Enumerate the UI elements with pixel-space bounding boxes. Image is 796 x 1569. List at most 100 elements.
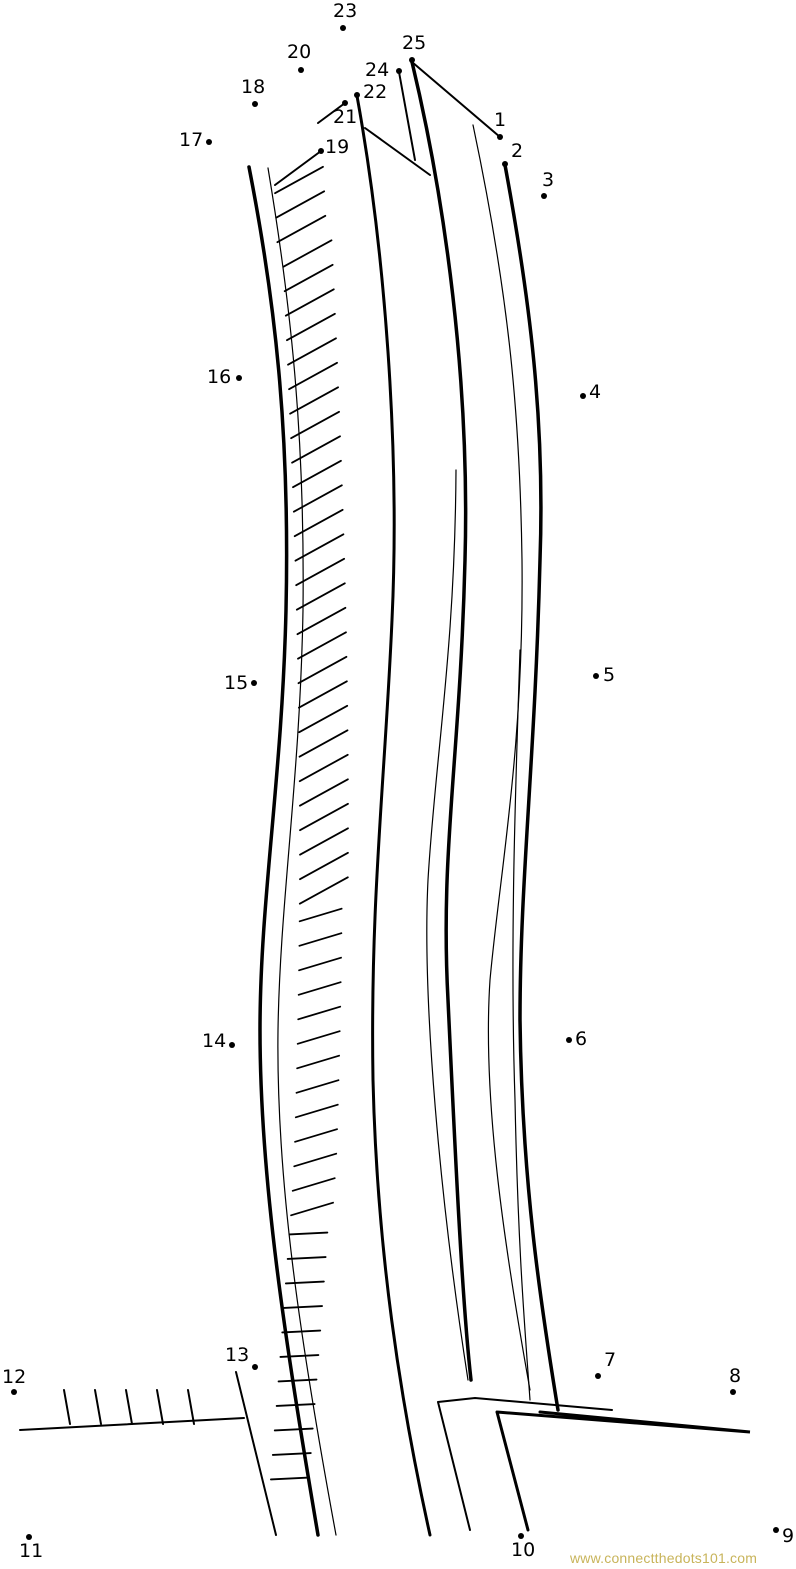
dot-22[interactable]	[354, 92, 360, 98]
dot-label-24: 24	[365, 59, 390, 81]
base-grass-ticks	[63, 1389, 195, 1425]
hatch-line	[296, 606, 347, 636]
dot-10[interactable]	[518, 1533, 524, 1539]
dot-label-2: 2	[511, 140, 524, 162]
dot-2[interactable]	[502, 161, 508, 167]
dot-15[interactable]	[251, 680, 257, 686]
top-stroke-c	[364, 127, 431, 176]
hatch-line	[275, 1403, 316, 1407]
top-stroke-d	[317, 102, 346, 124]
hatch-line	[281, 1329, 322, 1334]
dot-1[interactable]	[497, 134, 503, 140]
hatch-line	[294, 1128, 338, 1143]
base-right	[495, 1410, 751, 1532]
dot-label-15: 15	[224, 672, 249, 694]
dot-label-13: 13	[225, 1344, 250, 1366]
outline-shaft-mid	[410, 60, 473, 1382]
hatch-line	[282, 239, 333, 268]
hatch-line	[297, 680, 348, 709]
dot-24[interactable]	[396, 68, 402, 74]
hatch-line	[270, 1476, 310, 1481]
dot-4[interactable]	[580, 393, 586, 399]
hatch-line	[288, 1231, 329, 1236]
dot-7[interactable]	[595, 1373, 601, 1379]
hatch-line	[297, 631, 347, 660]
dot-5[interactable]	[593, 673, 599, 679]
hatch-line	[286, 312, 336, 342]
hatch-line	[295, 582, 346, 611]
dot-label-4: 4	[589, 381, 602, 403]
hatch-line	[292, 484, 343, 513]
dot-label-19: 19	[325, 136, 350, 158]
dot-21[interactable]	[342, 100, 348, 106]
hatch-line	[298, 729, 349, 758]
hatch-line	[299, 802, 349, 832]
outline-shaft-inner	[426, 469, 469, 1381]
hatch-line	[283, 1305, 323, 1309]
outline-left-inner	[267, 167, 337, 1536]
dot-6[interactable]	[566, 1037, 572, 1043]
dot-label-14: 14	[202, 1030, 227, 1052]
hatch-line	[273, 1427, 314, 1432]
hatch-line	[277, 1378, 318, 1383]
dot-13[interactable]	[252, 1364, 258, 1370]
hatch-line	[292, 459, 342, 489]
dot-18[interactable]	[252, 101, 258, 107]
dot-3[interactable]	[541, 193, 547, 199]
dot-label-17: 17	[179, 129, 204, 151]
base-mid	[437, 1396, 613, 1531]
dot-group	[11, 25, 779, 1540]
dot-label-12: 12	[2, 1366, 27, 1388]
dot-9[interactable]	[773, 1527, 779, 1533]
outline-right-mid	[512, 649, 531, 1401]
hatch-lines	[270, 165, 349, 1481]
outline-left-outer	[247, 165, 320, 1537]
hatch-line	[274, 165, 324, 195]
dot-23[interactable]	[340, 25, 346, 31]
hatch-line	[290, 1201, 334, 1217]
hatch-line	[275, 190, 326, 219]
dot-17[interactable]	[206, 139, 212, 145]
dot-label-8: 8	[729, 1365, 742, 1387]
dot-12[interactable]	[11, 1389, 17, 1395]
hatch-line	[271, 1452, 312, 1456]
dot-label-18: 18	[241, 76, 266, 98]
top-stroke-a	[398, 71, 416, 161]
hatch-line	[286, 1256, 327, 1260]
dot-25[interactable]	[409, 57, 415, 63]
hatch-line	[299, 827, 349, 856]
hatch-line	[279, 1354, 320, 1358]
hatch-line	[298, 907, 343, 923]
dot-11[interactable]	[26, 1534, 32, 1540]
hatch-line	[297, 655, 348, 685]
dot-19[interactable]	[318, 148, 324, 154]
hatch-line	[284, 288, 335, 317]
dot-20[interactable]	[298, 67, 304, 73]
outline-shaft-left	[355, 94, 432, 1537]
hatch-line	[298, 778, 349, 807]
dot-8[interactable]	[730, 1389, 736, 1395]
hatch-line	[276, 214, 327, 244]
dot-16[interactable]	[236, 375, 242, 381]
dot-label-11: 11	[19, 1540, 44, 1562]
hatch-line	[298, 876, 349, 905]
hatch-line	[297, 1005, 342, 1021]
hatch-line	[296, 1030, 341, 1045]
hatch-line	[296, 1054, 341, 1070]
hatch-line	[298, 704, 349, 734]
hatch-line	[297, 981, 342, 996]
dot-14[interactable]	[229, 1042, 235, 1048]
dot-label-6: 6	[575, 1028, 588, 1050]
watermark: www.connectthedots101.com	[570, 1550, 758, 1566]
base-left-post	[235, 1371, 277, 1536]
top-stroke-b	[411, 61, 501, 138]
top-stroke-e	[274, 150, 322, 186]
hatch-line	[289, 386, 339, 415]
dot-label-20: 20	[287, 41, 312, 63]
outline-right-outer	[503, 163, 560, 1412]
dot-label-23: 23	[333, 0, 358, 22]
hatch-line	[294, 533, 345, 562]
hatch-line	[299, 851, 349, 881]
hatch-line	[298, 932, 343, 947]
hatch-line	[288, 361, 338, 391]
